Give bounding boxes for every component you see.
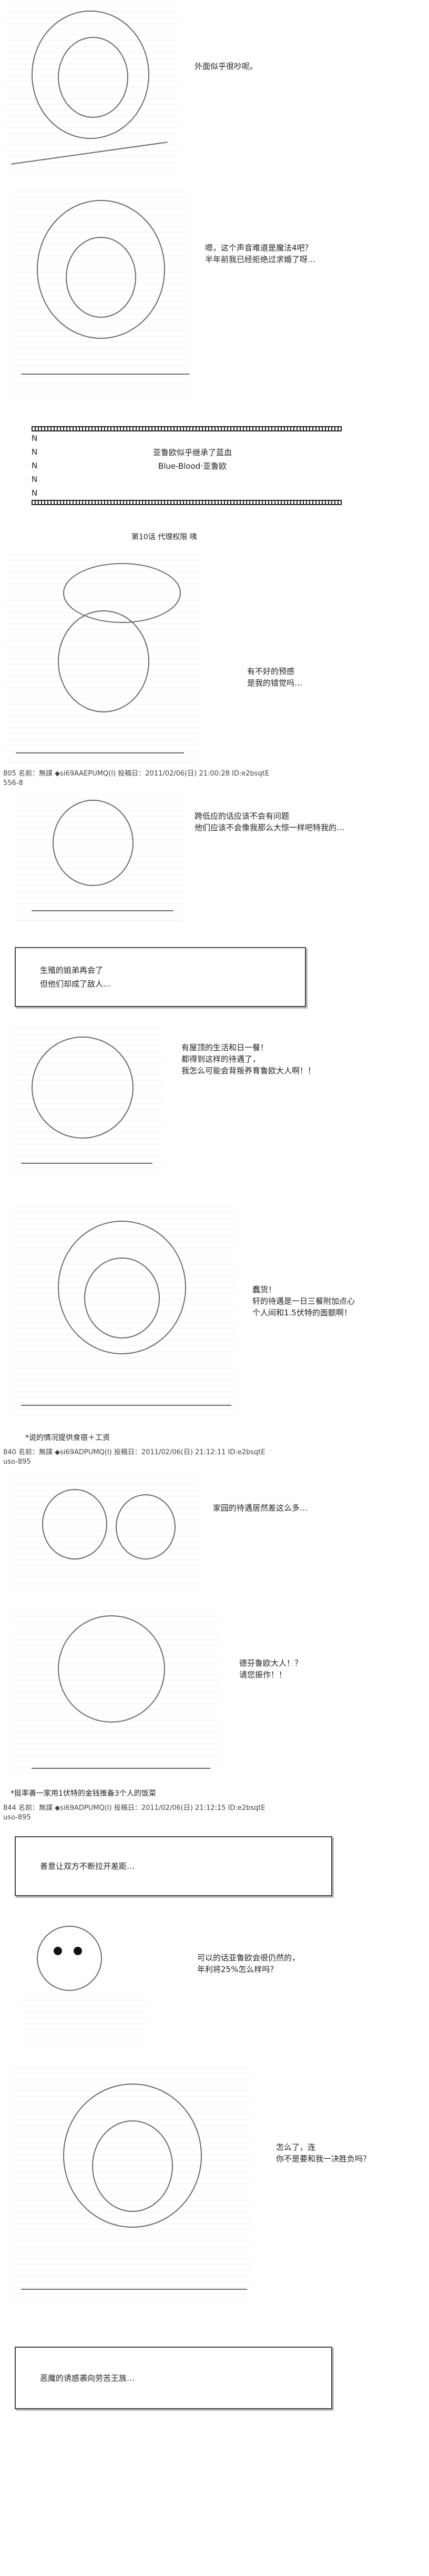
dialogue-text: 有屋顶的生活和日一餐！ 都得到这样的待遇了， 我怎么可能会背叛养育鲁欧大人啊！！ xyxy=(181,1043,316,1075)
post-metadata: 840 名前：無謀 ◆si69ADPUMQ(I) 投稿日：2011/02/06(… xyxy=(3,1448,265,1466)
dialogue-text: 蠢货！ 轩的待遇是一日三餐附加点心 个人间和1.5伏特的面额啊！ xyxy=(252,1285,355,1317)
title-row: N xyxy=(32,486,342,500)
art-body xyxy=(21,1163,152,1164)
post-metadata: 844 名前：無謀 ◆si69ADPUMQ(I) 投稿日：2011/02/06(… xyxy=(3,1804,265,1822)
panel-5: 有屋顶的生活和日一餐！ 都得到这样的待遇了， 我怎么可能会背叛养育鲁欧大人啊！！ xyxy=(0,1026,429,1184)
post-metadata: 805 名前：無謀 ◆si69AAEPUMQ(I) 投稿日：2011/02/06… xyxy=(3,770,270,787)
narration-line: 善意让双方不断拉开差距… xyxy=(40,1861,135,1871)
art-robe xyxy=(21,1405,231,1406)
dialogue-text: 跨低应的话应该不会有问题 他们应该不会像我那么大惊一样吧特我的… xyxy=(195,811,345,832)
title-row: N xyxy=(32,431,342,445)
title-line-1: 亚鲁欧似乎继承了蓝血 xyxy=(152,447,232,457)
art-head-outline xyxy=(37,1926,102,1991)
art-face xyxy=(92,2120,173,2212)
title-marker: N xyxy=(32,434,38,443)
narration-line: 恶魔的诱惑袭向劳苦王族… xyxy=(40,2373,135,2383)
art-head-outline xyxy=(58,1615,165,1723)
panel-7: 家园的待遇居然差这么多… xyxy=(0,1478,429,1599)
art-arm xyxy=(16,752,184,753)
panel-2: 嗯，这个声音难道是魔法4吧？ 半年前我已经拒绝过求婚了呀… xyxy=(0,189,429,410)
panel-3: 有不好的预感 是我的错觉吗… xyxy=(0,552,429,773)
art-face xyxy=(66,237,136,318)
title-line-2: Blue-Blood·亚鲁欧 xyxy=(158,461,227,471)
chapter-heading: 第10话 代理权限 咦 xyxy=(131,533,197,541)
art-head-outline xyxy=(53,800,134,886)
footnote: *挺率善一家用1伏特的金钱推备3个人的饭菜 xyxy=(11,1789,156,1798)
footnote: *说的情况提供食宿＋工资 xyxy=(25,1434,110,1442)
dialogue-text: 家园的待遇居然差这么多… xyxy=(213,1503,308,1513)
title-marker: N xyxy=(32,447,38,457)
narration-box: 恶魔的诱惑袭向劳苦王族… xyxy=(15,2347,332,2409)
narration-line: 生殖的姐弟再会了 xyxy=(40,965,104,975)
title-row: N Blue-Blood·亚鲁欧 xyxy=(32,459,342,472)
art-face xyxy=(58,37,128,118)
art-head-outline xyxy=(37,200,165,339)
art-head-outline xyxy=(58,1221,186,1354)
art-head-outline-2 xyxy=(116,1494,176,1559)
eye-icon xyxy=(54,1947,62,1955)
panel-8: 德芬鲁欧大人！？ 请您振作！！ xyxy=(0,1610,429,1784)
narration-box: 善意让双方不断拉开差距… xyxy=(15,1836,332,1896)
title-border-bottom xyxy=(32,500,342,505)
art-head-outline xyxy=(63,2084,202,2228)
dialogue-text: 外面似乎很吵呢。 xyxy=(195,62,258,71)
dialogue-text: 德芬鲁欧大人！？ 请您振作！！ xyxy=(239,1658,303,1679)
panel-6: 蠢货！ 轩的待遇是一日三餐附加点心 个人间和1.5伏特的面额啊！ xyxy=(0,1205,429,1426)
narration-line: 但他们却成了敌人… xyxy=(40,979,111,989)
ascii-art-character xyxy=(21,1994,147,2047)
title-row: N xyxy=(32,472,342,486)
chapter-title-block: N N 亚鲁欧似乎继承了蓝血 N Blue-Blood·亚鲁欧 N N xyxy=(32,426,342,505)
panel-9: 可以的话亚鲁欧会很仍然的， 年利将25%怎么样吗？ xyxy=(0,1915,429,2052)
panel-4: 跨低应的话应该不会有问题 他们应该不会像我那么大惊一样吧特我的… xyxy=(0,794,429,931)
title-row: N 亚鲁欧似乎继承了蓝血 xyxy=(32,445,342,459)
dialogue-text: 有不好的预感 是我的错觉吗… xyxy=(247,667,303,688)
art-shoulder xyxy=(21,374,189,375)
art-head-outline xyxy=(42,1489,107,1559)
art-hat xyxy=(63,563,181,623)
title-marker: N xyxy=(32,475,38,484)
art-head-outline xyxy=(32,11,149,139)
title-border-top xyxy=(32,426,342,431)
dialogue-text: 可以的话亚鲁欧会很仍然的， 年利将25%怎么样吗？ xyxy=(197,1953,300,1974)
panel-10: 怎么了，连 你不是要和我一决胜负吗？ xyxy=(0,2062,429,2310)
art-body xyxy=(32,1768,210,1769)
art-face xyxy=(84,1257,160,1339)
dialogue-text: 怎么了，连 你不是要和我一决胜负吗？ xyxy=(276,2142,371,2164)
dialogue-text: 嗯，这个声音难道是魔法4吧？ 半年前我已经拒绝过求婚了呀… xyxy=(205,243,316,264)
eye-icon xyxy=(74,1947,82,1955)
art-robe xyxy=(21,2289,247,2290)
art-head-outline xyxy=(32,1037,134,1139)
title-marker: N xyxy=(32,461,38,470)
narration-box: 生殖的姐弟再会了 但他们却成了敌人… xyxy=(15,947,306,1007)
art-face xyxy=(58,610,149,712)
panel-1: 外面似乎很吵呢。 xyxy=(0,0,429,179)
art-body xyxy=(32,910,173,911)
title-marker: N xyxy=(32,488,38,498)
